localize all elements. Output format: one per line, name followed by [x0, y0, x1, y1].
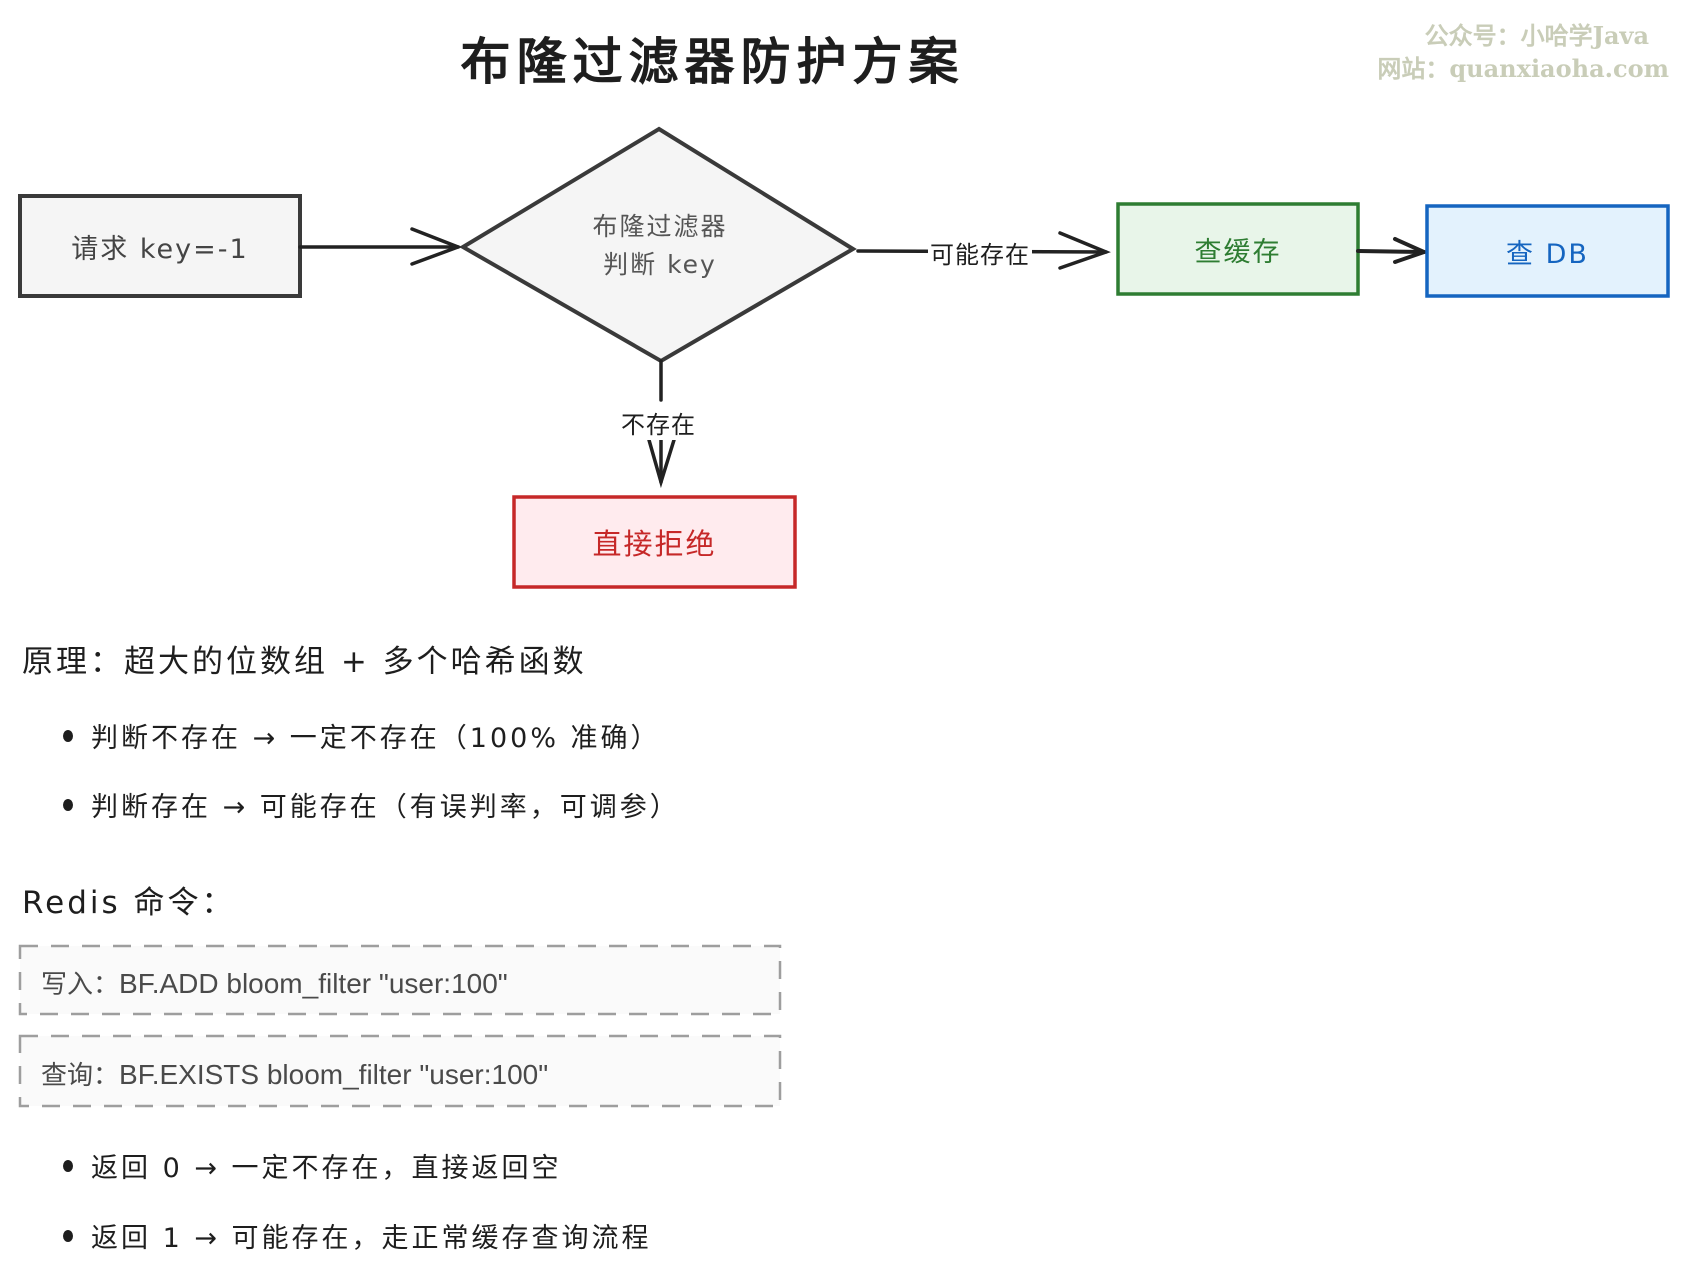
- redis-heading: Redis 命令：: [22, 885, 236, 921]
- request-box: [18, 194, 302, 298]
- arrow-decision-to-reject: [647, 359, 676, 489]
- bullet-dot: [63, 1229, 73, 1242]
- bullet-text: 判断不存在 → 一定不存在（100% 准确）: [91, 723, 661, 754]
- command-exists: 查询：BF.EXISTS bloom_filter "user:100": [41, 1055, 548, 1092]
- db-label: 查 DB: [1506, 238, 1589, 270]
- principle-heading: 原理：超大的位数组 + 多个哈希函数: [22, 644, 587, 680]
- bullet-dot: [63, 798, 73, 811]
- decision-label-line1: 布隆过滤器: [592, 212, 728, 241]
- watermark-account: 公众号：小哈学Java: [1424, 21, 1649, 50]
- reject-box: [512, 495, 797, 589]
- decision-label-line2: 判断 key: [603, 250, 717, 279]
- arrow-cache-to-db: [1356, 237, 1430, 264]
- command-exists-prefix: 查询：: [41, 1061, 120, 1091]
- cache-label: 查缓存: [1194, 236, 1282, 268]
- db-box: [1425, 204, 1670, 298]
- watermark-website: 网站：quanxiaoha.com: [1377, 54, 1669, 83]
- command-box-exists: [18, 1034, 782, 1108]
- request-label: 请求 key=-1: [71, 233, 249, 265]
- bullet-dot: [63, 729, 73, 742]
- arrow-request-to-decision: [298, 227, 463, 266]
- bullet-text: 判断存在 → 可能存在（有误判率，可调参）: [91, 792, 680, 823]
- bullet-text: 返回 1 → 可能存在，走正常缓存查询流程: [91, 1223, 652, 1254]
- principle-bullet: 判断不存在 → 一定不存在（100% 准确）: [63, 716, 661, 755]
- command-add: 写入：BF.ADD bloom_filter "user:100": [41, 964, 508, 1001]
- command-exists-code: BF.EXISTS bloom_filter "user:100": [119, 1059, 549, 1090]
- edge-label-not-exists: 不存在: [619, 405, 698, 440]
- bullet-text: 返回 0 → 一定不存在，直接返回空: [91, 1153, 562, 1184]
- page-title: 布隆过滤器防护方案: [460, 33, 965, 91]
- principle-bullet: 判断存在 → 可能存在（有误判率，可调参）: [63, 785, 680, 824]
- redis-bullet: 返回 0 → 一定不存在，直接返回空: [63, 1146, 562, 1185]
- reject-label: 直接拒绝: [592, 527, 717, 561]
- command-add-code: BF.ADD bloom_filter "user:100": [119, 968, 508, 999]
- redis-bullet: 返回 1 → 可能存在，走正常缓存查询流程: [63, 1216, 652, 1255]
- command-add-prefix: 写入：: [41, 970, 120, 1000]
- edge-label-maybe-exists: 可能存在: [928, 235, 1032, 270]
- bullet-dot: [63, 1159, 73, 1172]
- command-box-add: [18, 944, 782, 1016]
